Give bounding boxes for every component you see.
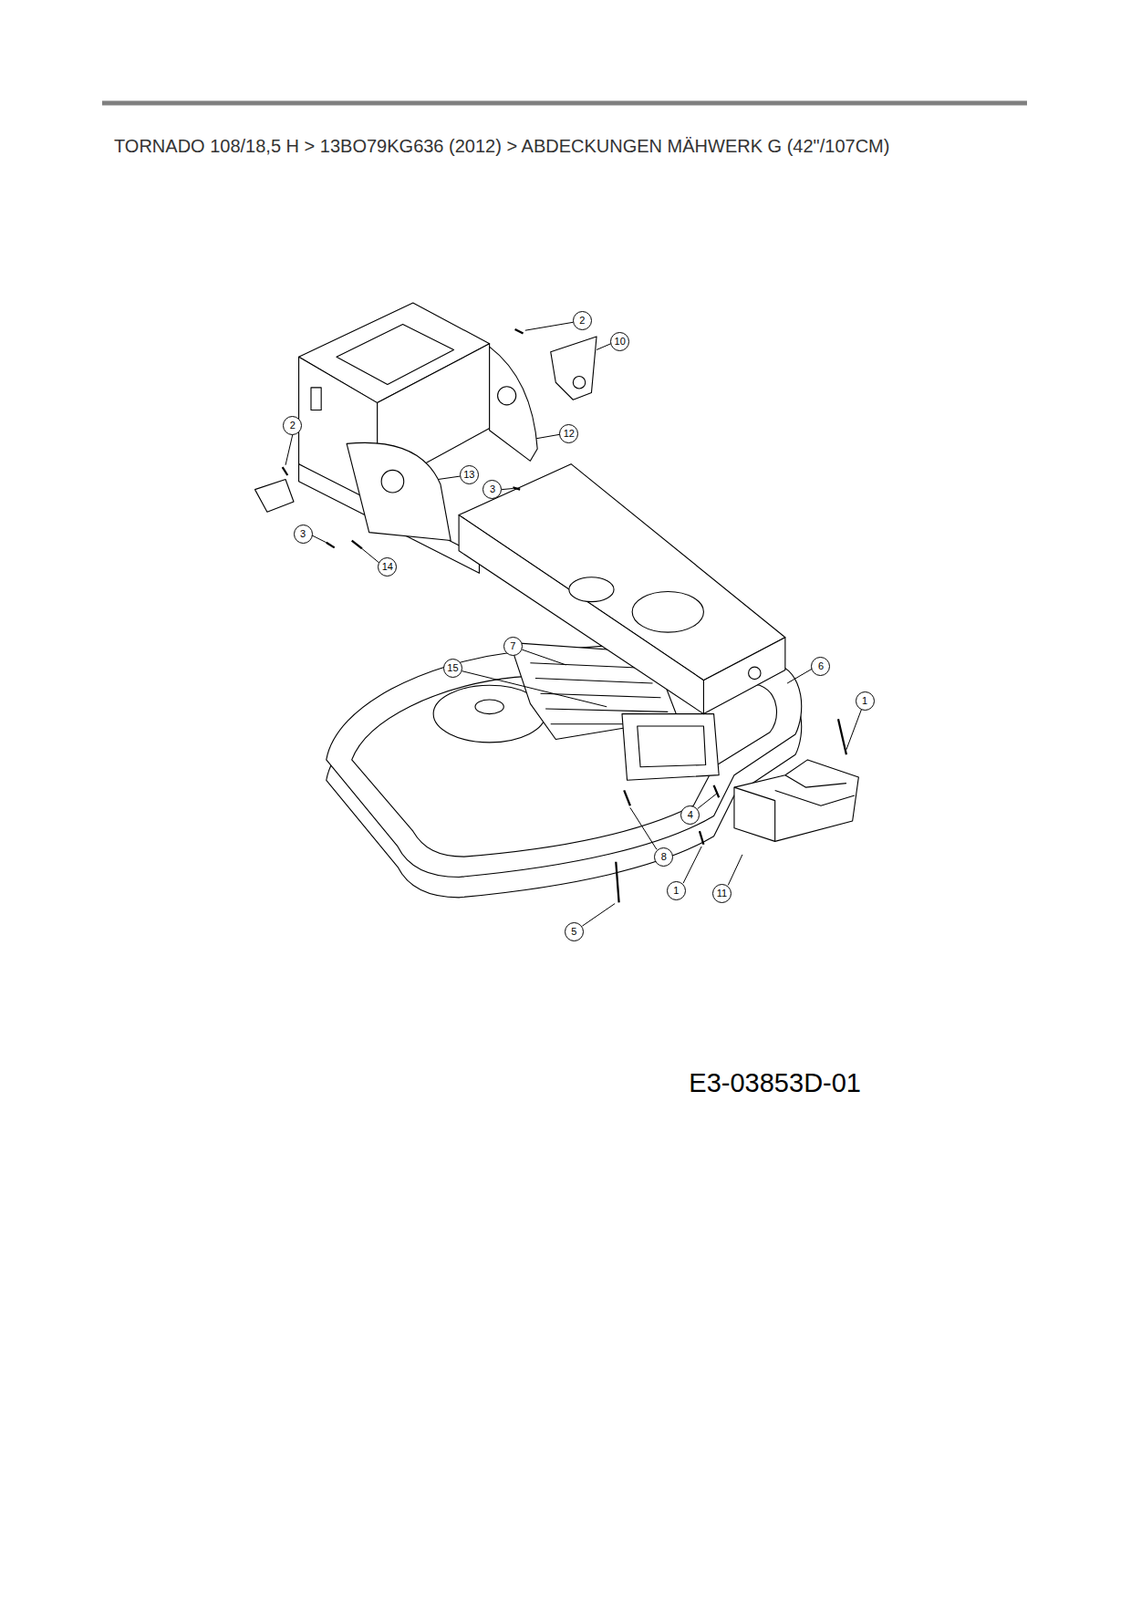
leader-line <box>461 671 607 707</box>
illustration-part <box>346 442 451 540</box>
illustration-part <box>748 666 761 679</box>
leader-line <box>362 548 380 563</box>
illustration-part <box>498 386 517 405</box>
illustration-part <box>569 577 614 602</box>
illustration-part <box>550 336 597 400</box>
callout-number: 8 <box>653 847 674 867</box>
callout-number: 2 <box>572 311 592 331</box>
illustration-part <box>381 469 405 493</box>
leader-line <box>536 434 561 438</box>
callout-number: 5 <box>564 922 584 942</box>
callout-number: 11 <box>712 883 732 903</box>
illustration-part <box>572 376 585 389</box>
leader-line <box>581 903 615 927</box>
illustration-part <box>637 726 706 768</box>
header-rule <box>102 101 1028 106</box>
callout-number: 15 <box>443 658 463 678</box>
illustration-part <box>255 302 860 903</box>
illustration-part <box>615 718 847 903</box>
illustration-part <box>622 714 719 781</box>
leader-lines <box>285 321 862 926</box>
leader-line <box>285 434 293 466</box>
drawing-number: E3-03853D-01 <box>688 1068 862 1099</box>
leader-line <box>525 321 574 331</box>
leader-line <box>521 649 566 665</box>
illustration-part <box>703 637 785 715</box>
leader-line <box>630 807 657 850</box>
leader-line <box>596 343 612 351</box>
leader-line <box>727 854 743 886</box>
callout-number: 2 <box>282 415 302 436</box>
leader-line <box>683 846 702 883</box>
illustration-part <box>775 775 855 807</box>
callout-number: 1 <box>855 691 875 711</box>
callout-number: 1 <box>666 881 686 901</box>
illustration-part <box>475 699 504 715</box>
callout-number: 6 <box>810 656 831 676</box>
illustration-part <box>255 478 294 512</box>
callout-number: 3 <box>293 524 313 544</box>
callout-number: 13 <box>459 465 479 485</box>
illustration-part <box>734 759 859 841</box>
callout-number: 7 <box>503 636 523 656</box>
page-title: TORNADO 108/18,5 H > 13BO79KG636 (2012) … <box>114 135 890 157</box>
callout-number: 10 <box>610 332 630 352</box>
leader-line <box>438 476 460 479</box>
callout-number: 12 <box>559 424 579 444</box>
leader-line <box>311 535 327 543</box>
callout-number: 14 <box>377 557 397 577</box>
leader-line <box>846 708 862 750</box>
illustration-part <box>458 515 704 715</box>
illustration-part <box>311 387 322 411</box>
illustration-part <box>489 346 539 461</box>
leader-line <box>787 668 812 684</box>
illustration-part <box>282 329 524 549</box>
leader-line <box>697 793 717 810</box>
illustration-part <box>632 591 704 633</box>
leader-line <box>501 488 513 490</box>
illustration-part <box>734 787 776 841</box>
